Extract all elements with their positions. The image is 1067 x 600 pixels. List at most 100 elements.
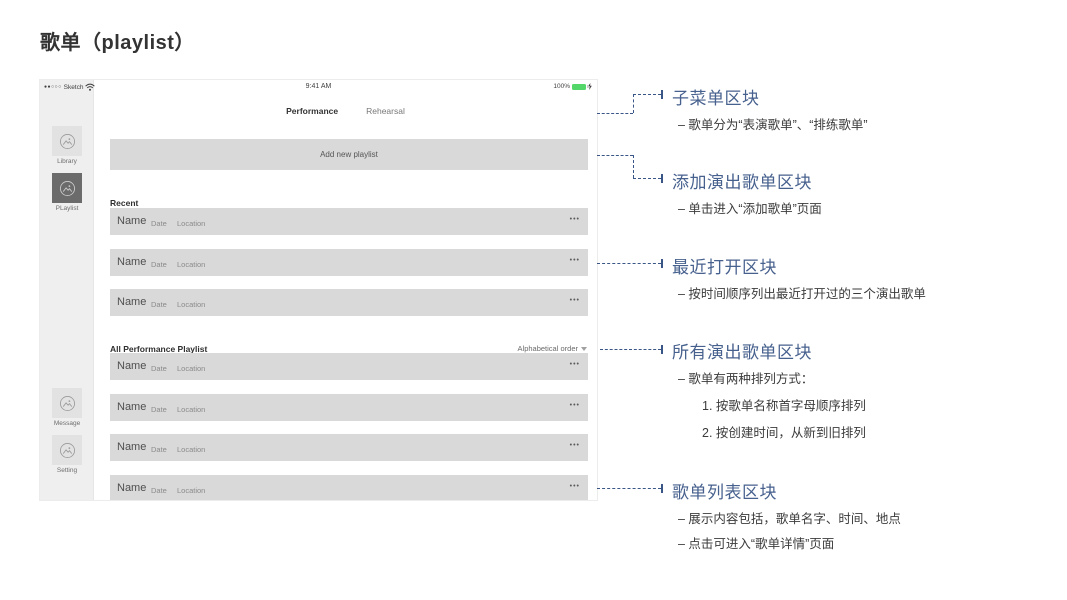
row-location-label: Location	[177, 486, 206, 495]
row-date-label: Date	[151, 219, 167, 228]
annotation-text: 1. 按歌单名称首字母顺序排列	[702, 399, 866, 413]
annotation-text: 2. 按创建时间，从新到旧排列	[702, 426, 866, 440]
sidebar: Library PLaylist Message Setting	[40, 80, 94, 500]
annotation-playlist-list: 歌单列表区块 – 展示内容包括，歌单名字、时间、地点 – 点击可进入“歌单详情”…	[672, 478, 1062, 553]
sidebar-item-playlist[interactable]: PLaylist	[40, 173, 94, 212]
recent-playlist-row[interactable]: Name Date Location •••	[110, 249, 588, 276]
more-icon[interactable]: •••	[569, 442, 580, 449]
row-date-label: Date	[151, 300, 167, 309]
annotation-heading: 添加演出歌单区块	[672, 173, 812, 192]
row-location-label: Location	[177, 405, 206, 414]
annotation-connector	[633, 155, 634, 178]
annotation-text: – 按时间顺序列出最近打开过的三个演出歌单	[678, 287, 926, 301]
playlist-row[interactable]: Name Date Location •••	[110, 475, 588, 500]
row-name-label: Name	[117, 296, 147, 308]
annotation-connector-tick	[661, 345, 663, 354]
battery-status: 100%	[553, 83, 592, 90]
more-icon[interactable]: •••	[569, 402, 580, 409]
carrier-name: Sketch	[63, 83, 84, 91]
row-location-label: Location	[177, 445, 206, 454]
row-date-label: Date	[151, 445, 167, 454]
more-icon[interactable]: •••	[569, 361, 580, 368]
annotation-connector	[633, 178, 661, 179]
battery-icon	[572, 83, 589, 90]
chevron-down-icon	[581, 346, 587, 351]
row-date-label: Date	[151, 364, 167, 373]
battery-percent: 100%	[553, 83, 570, 90]
more-icon[interactable]: •••	[569, 297, 580, 304]
row-location-label: Location	[177, 260, 206, 269]
sort-dropdown[interactable]: Alphabetical order	[518, 344, 587, 353]
playlist-row[interactable]: Name Date Location •••	[110, 434, 588, 461]
device-mockup: ●●○○○ Sketch 9:41 AM 100%	[40, 80, 597, 500]
sidebar-item-label: Message	[53, 420, 81, 427]
add-new-playlist-button[interactable]: Add new playlist	[110, 139, 588, 170]
row-name-label: Name	[117, 401, 147, 413]
annotation-heading: 所有演出歌单区块	[672, 343, 812, 362]
message-icon	[52, 388, 82, 418]
annotation-all-playlists: 所有演出歌单区块 – 歌单有两种排列方式： 1. 按歌单名称首字母顺序排列 2.…	[672, 338, 1062, 442]
setting-icon	[52, 435, 82, 465]
recent-playlist-row[interactable]: Name Date Location •••	[110, 208, 588, 235]
charging-bolt-icon	[588, 83, 592, 90]
sort-dropdown-label: Alphabetical order	[517, 344, 578, 353]
annotation-connector-tick	[661, 90, 663, 99]
library-icon	[52, 126, 82, 156]
annotation-connector	[597, 488, 661, 489]
row-date-label: Date	[151, 486, 167, 495]
more-icon[interactable]: •••	[569, 216, 580, 223]
sidebar-item-label: Setting	[56, 467, 78, 474]
tab-bar: Performance Rehearsal	[94, 106, 597, 116]
annotation-connector	[633, 94, 634, 113]
annotation-connector	[597, 113, 633, 114]
annotation-recent: 最近打开区块 – 按时间顺序列出最近打开过的三个演出歌单	[672, 253, 1062, 303]
sidebar-item-setting[interactable]: Setting	[40, 435, 94, 474]
row-date-label: Date	[151, 260, 167, 269]
annotation-heading: 歌单列表区块	[672, 483, 777, 502]
row-name-label: Name	[117, 360, 147, 372]
status-bar: ●●○○○ Sketch 9:41 AM 100%	[40, 80, 597, 94]
more-icon[interactable]: •••	[569, 483, 580, 490]
annotation-text: – 点击可进入“歌单详情”页面	[678, 537, 835, 551]
annotation-text: – 歌单分为“表演歌单”、“排练歌单”	[678, 118, 868, 132]
row-location-label: Location	[177, 364, 206, 373]
annotation-connector	[597, 263, 661, 264]
row-name-label: Name	[117, 215, 147, 227]
annotation-heading: 子菜单区块	[672, 89, 760, 108]
playlist-row[interactable]: Name Date Location •••	[110, 394, 588, 421]
tab-rehearsal[interactable]: Rehearsal	[366, 106, 405, 116]
annotation-connector	[597, 155, 633, 156]
playlist-icon	[52, 173, 82, 203]
recent-section-label: Recent	[110, 198, 139, 208]
row-date-label: Date	[151, 405, 167, 414]
annotation-add-playlist: 添加演出歌单区块 – 单击进入“添加歌单”页面	[672, 168, 1062, 218]
row-name-label: Name	[117, 256, 147, 268]
signal-dots-icon: ●●○○○	[44, 84, 62, 90]
wifi-icon	[85, 83, 96, 91]
row-location-label: Location	[177, 219, 206, 228]
annotation-heading: 最近打开区块	[672, 258, 777, 277]
annotation-connector-tick	[661, 259, 663, 268]
annotation-connector-tick	[661, 174, 663, 183]
annotation-text: – 歌单有两种排列方式：	[678, 372, 814, 386]
sidebar-item-label: Library	[57, 158, 77, 165]
more-icon[interactable]: •••	[569, 257, 580, 264]
recent-playlist-row[interactable]: Name Date Location •••	[110, 289, 588, 316]
tab-performance[interactable]: Performance	[286, 106, 339, 116]
row-name-label: Name	[117, 441, 147, 453]
sidebar-item-message[interactable]: Message	[40, 388, 94, 427]
annotation-text: – 单击进入“添加歌单”页面	[678, 202, 822, 216]
main-content: Performance Rehearsal Add new playlist R…	[94, 94, 597, 500]
annotation-connector	[633, 94, 661, 95]
page-title: 歌单（playlist）	[40, 32, 195, 54]
playlist-row[interactable]: Name Date Location •••	[110, 353, 588, 380]
sidebar-item-label: PLaylist	[55, 205, 79, 212]
annotation-submenu: 子菜单区块 – 歌单分为“表演歌单”、“排练歌单”	[672, 84, 1062, 134]
row-name-label: Name	[117, 482, 147, 494]
annotation-text: – 展示内容包括，歌单名字、时间、地点	[678, 512, 901, 526]
annotation-connector	[600, 349, 661, 350]
status-time: 9:41 AM	[305, 83, 332, 90]
all-playlist-section-label: All Performance Playlist	[110, 344, 208, 354]
sidebar-item-library[interactable]: Library	[40, 126, 94, 165]
